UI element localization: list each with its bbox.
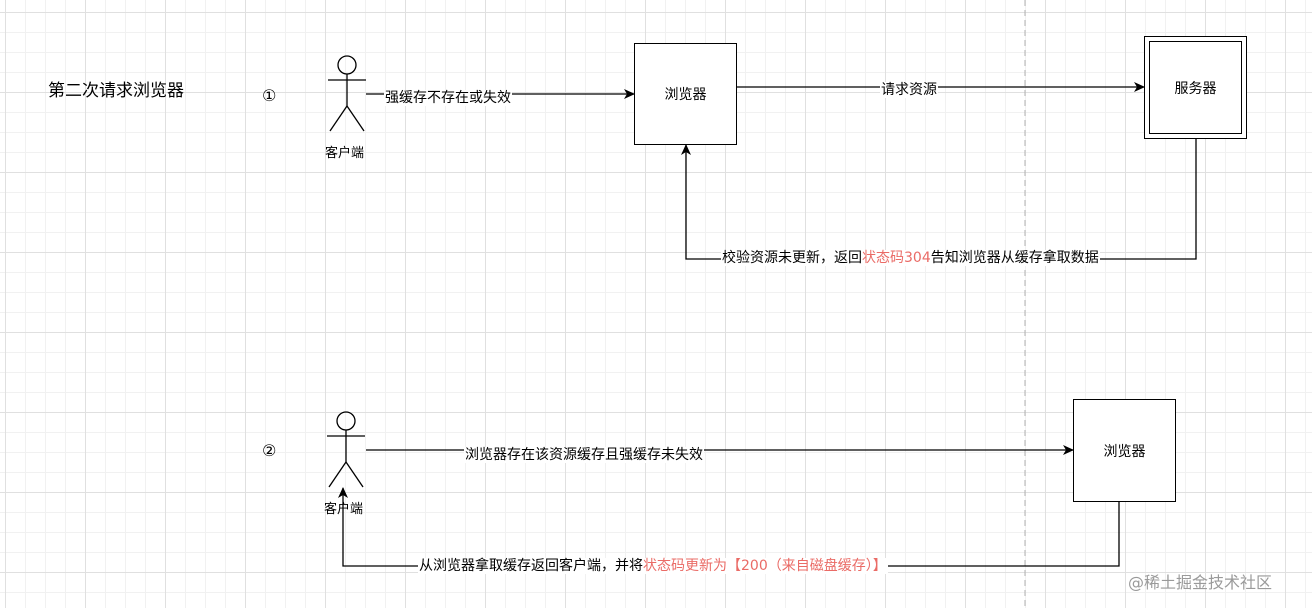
diagram-title: 第二次请求浏览器 bbox=[48, 81, 184, 101]
step-number-1: ① bbox=[262, 86, 277, 105]
edge-label-304-highlight: 状态码304 bbox=[862, 250, 931, 266]
edge-label-200-prefix: 从浏览器拿取缓存返回客户端，并将 bbox=[419, 558, 643, 574]
server-box-label: 服务器 bbox=[1174, 80, 1217, 97]
watermark: @稀土掘金技术社区 bbox=[1128, 573, 1273, 592]
step-number-2: ② bbox=[262, 441, 277, 460]
edge-label-cache-invalid: 强缓存不存在或失效 bbox=[384, 90, 512, 106]
browser-box-2[interactable]: 浏览器 bbox=[1073, 399, 1176, 502]
actor-1-label: 客户端 bbox=[325, 146, 365, 161]
browser-box-1-label: 浏览器 bbox=[664, 87, 707, 103]
edge-server-to-browser[interactable] bbox=[681, 139, 1197, 260]
edge-label-304-suffix: 告知浏览器从缓存拿取数据 bbox=[930, 250, 1099, 266]
browser-box-1[interactable]: 浏览器 bbox=[634, 43, 737, 145]
edge-label-200-highlight: 状态码更新为【200（来自磁盘缓存）】 bbox=[643, 558, 887, 574]
actor-1-figure[interactable] bbox=[328, 55, 366, 132]
edge-label-request-resource: 请求资源 bbox=[880, 82, 938, 98]
edge-label-304-prefix: 校验资源未更新，返回 bbox=[722, 250, 862, 266]
actor-2-label: 客户端 bbox=[324, 502, 364, 517]
server-box[interactable]: 服务器 bbox=[1144, 36, 1247, 139]
edge-label-200-return: 从浏览器拿取缓存返回客户端，并将状态码更新为【200（来自磁盘缓存）】 bbox=[418, 558, 888, 574]
edge-browser-to-actor-2[interactable] bbox=[338, 487, 1120, 567]
edge-label-304-return: 校验资源未更新，返回状态码304告知浏览器从缓存拿取数据 bbox=[721, 250, 1100, 266]
browser-box-2-label: 浏览器 bbox=[1103, 443, 1146, 460]
edge-label-cache-valid: 浏览器存在该资源缓存且强缓存未失效 bbox=[464, 447, 704, 463]
actor-2-figure[interactable] bbox=[327, 411, 365, 488]
